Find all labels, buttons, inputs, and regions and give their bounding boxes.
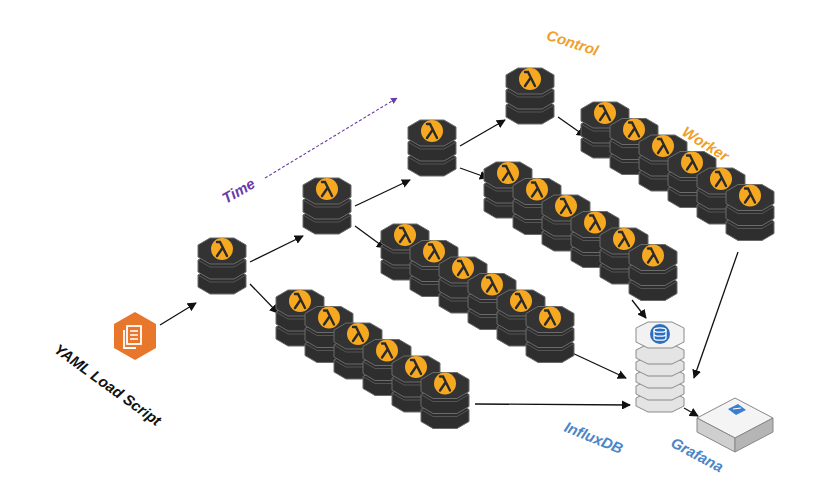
yaml-icon	[114, 312, 156, 360]
lambda-stack	[421, 373, 469, 429]
influxdb-label: InfluxDB	[563, 418, 626, 455]
influxdb-icon	[636, 322, 684, 412]
lambda-stack	[198, 238, 246, 294]
lambda-stack	[526, 307, 574, 363]
lambda-stack	[629, 245, 677, 301]
control-label: Control	[545, 27, 600, 58]
grafana-icon	[697, 398, 773, 452]
lambda-stack	[726, 185, 774, 241]
lambda-stack	[506, 68, 554, 124]
time-label: Time	[219, 175, 257, 205]
yaml-label: YAML Load Script	[52, 340, 164, 427]
lambda-stack	[408, 120, 456, 176]
lambda-stack	[303, 178, 351, 234]
